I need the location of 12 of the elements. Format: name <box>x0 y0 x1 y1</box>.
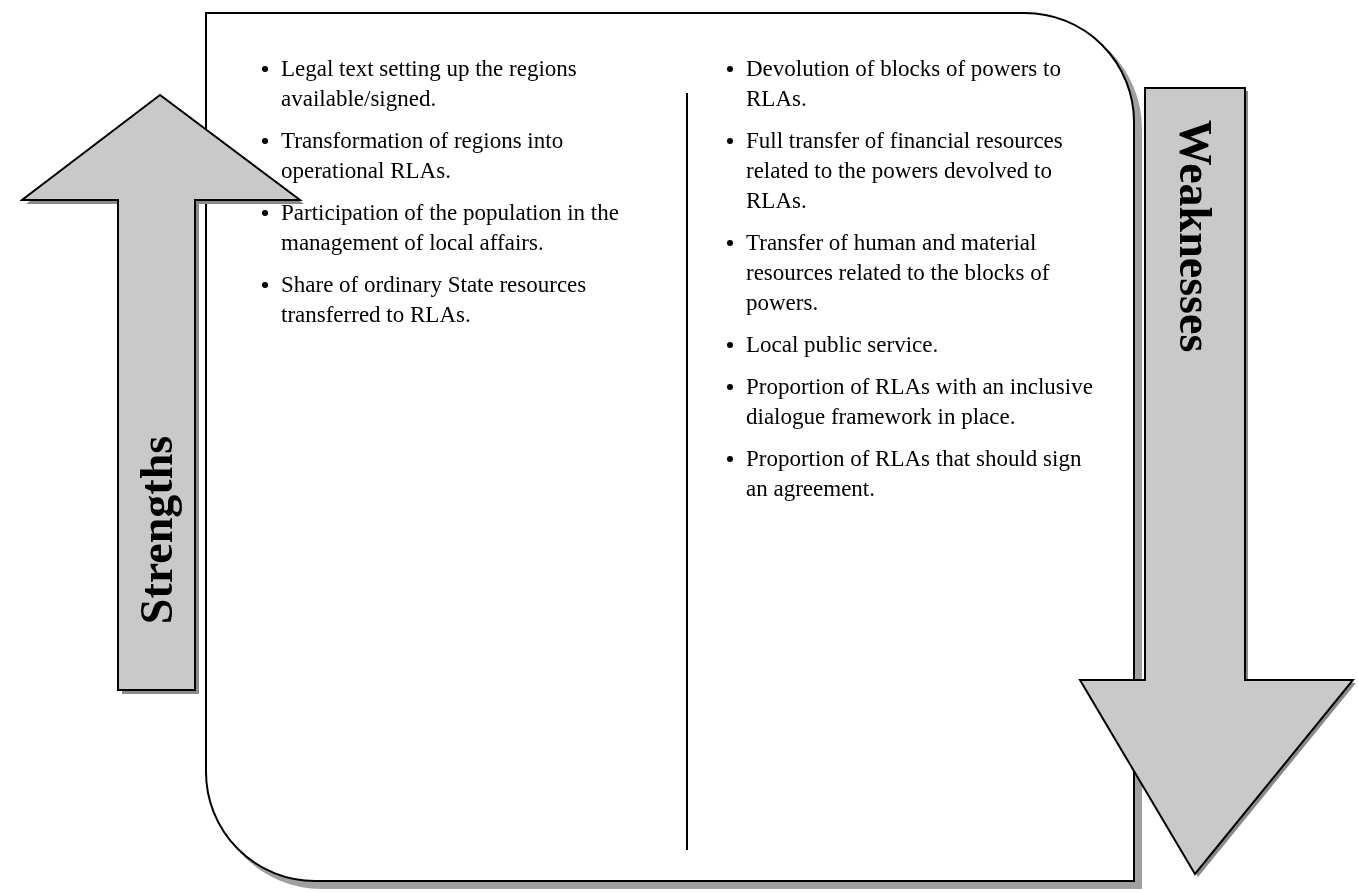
list-item: Proportion of RLAs that should sign an agreement. <box>746 446 1082 501</box>
list-item: Legal text setting up the regions available/signed. <box>281 56 577 111</box>
arrow-label: Weaknesses <box>1172 119 1218 353</box>
list-item: Participation of the population in the management of local affairs. <box>281 200 619 255</box>
list-item: Transformation of regions into operational RLAs. <box>281 128 564 183</box>
list-item: Share of ordinary State resources transferred to RLAs. <box>281 272 587 327</box>
list-item: Local public service. <box>746 332 939 357</box>
list-item: Proportion of RLAs with an inclusive dialogue framework in place. <box>746 374 1093 429</box>
list-item: Transfer of human and material resources related to the blocks of powers. <box>746 230 1050 315</box>
list-item: Full transfer of financial resources related to the powers devolved to RLAs. <box>746 128 1063 213</box>
list-item: Devolution of blocks of powers to RLAs. <box>746 56 1061 111</box>
arrow-label: Strengths <box>134 435 180 625</box>
